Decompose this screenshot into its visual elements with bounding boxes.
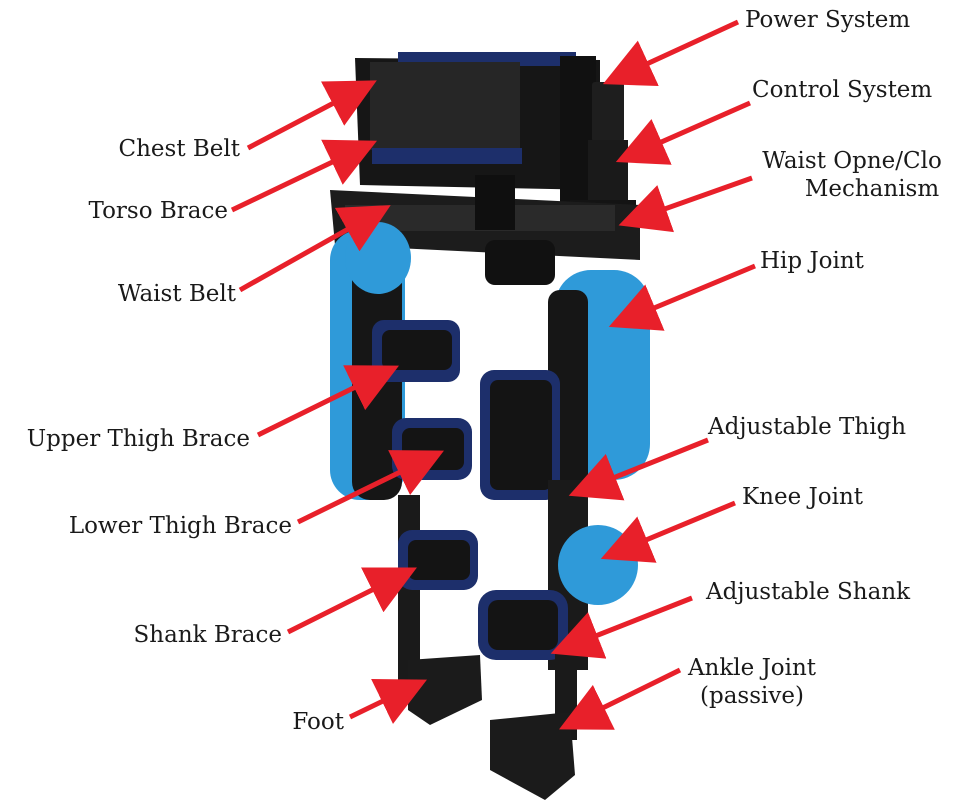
- label-chest-belt: Chest Belt: [118, 136, 241, 162]
- arrow-waist-belt: [238, 205, 391, 293]
- label-waist-belt: Waist Belt: [117, 281, 236, 307]
- label-torso-brace: Torso Brace: [88, 198, 228, 224]
- label-ankle-joint-line2: (passive): [700, 683, 804, 709]
- label-foot: Foot: [292, 709, 344, 735]
- label-ankle-joint: Ankle Joint (passive): [672, 654, 832, 710]
- arrow-ankle-joint: [559, 667, 682, 730]
- label-lower-thigh-brace: Lower Thigh Brace: [68, 513, 292, 539]
- arrow-shank-brace: [286, 567, 417, 635]
- arrow-lower-thigh-brace: [296, 450, 444, 525]
- arrow-upper-thigh-brace: [256, 365, 399, 438]
- label-shank-brace: Shank Brace: [133, 622, 282, 648]
- waist-frame: [330, 175, 640, 285]
- arrow-adjustable-shank: [550, 595, 693, 659]
- arrow-waist-mechanism: [618, 175, 753, 233]
- label-control-system: Control System: [752, 77, 933, 103]
- arrow-knee-joint: [600, 500, 736, 563]
- label-adjustable-thigh: Adjustable Thigh: [708, 414, 907, 440]
- arrow-foot: [348, 678, 427, 724]
- arrow-adjustable-thigh: [568, 437, 709, 501]
- label-waist-mechanism-line2: Mechanism: [804, 176, 940, 202]
- arrow-torso-brace: [230, 139, 378, 213]
- label-hip-joint: Hip Joint: [760, 248, 864, 274]
- control-system-unit: [588, 140, 628, 200]
- arrows-left: [230, 80, 444, 724]
- label-ankle-joint-line1: Ankle Joint: [687, 655, 817, 681]
- label-adjustable-shank: Adjustable Shank: [706, 579, 911, 605]
- arrow-power-system: [602, 19, 740, 86]
- left-leg: [330, 222, 482, 725]
- chest-frame: [355, 52, 600, 236]
- arrow-chest-belt: [246, 80, 377, 151]
- label-knee-joint: Knee Joint: [742, 484, 864, 510]
- label-upper-thigh-brace: Upper Thigh Brace: [26, 426, 250, 452]
- label-power-system: Power System: [745, 7, 911, 33]
- power-system-unit: [592, 82, 624, 142]
- arrow-control-system: [615, 100, 752, 165]
- label-waist-mechanism-line1: Waist Opne/Clo: [762, 148, 942, 174]
- arrow-hip-joint: [608, 263, 756, 331]
- right-leg: [478, 270, 650, 800]
- arrows-right: [550, 19, 756, 730]
- label-waist-mechanism: Waist Opne/Clo Mechanism: [752, 147, 952, 203]
